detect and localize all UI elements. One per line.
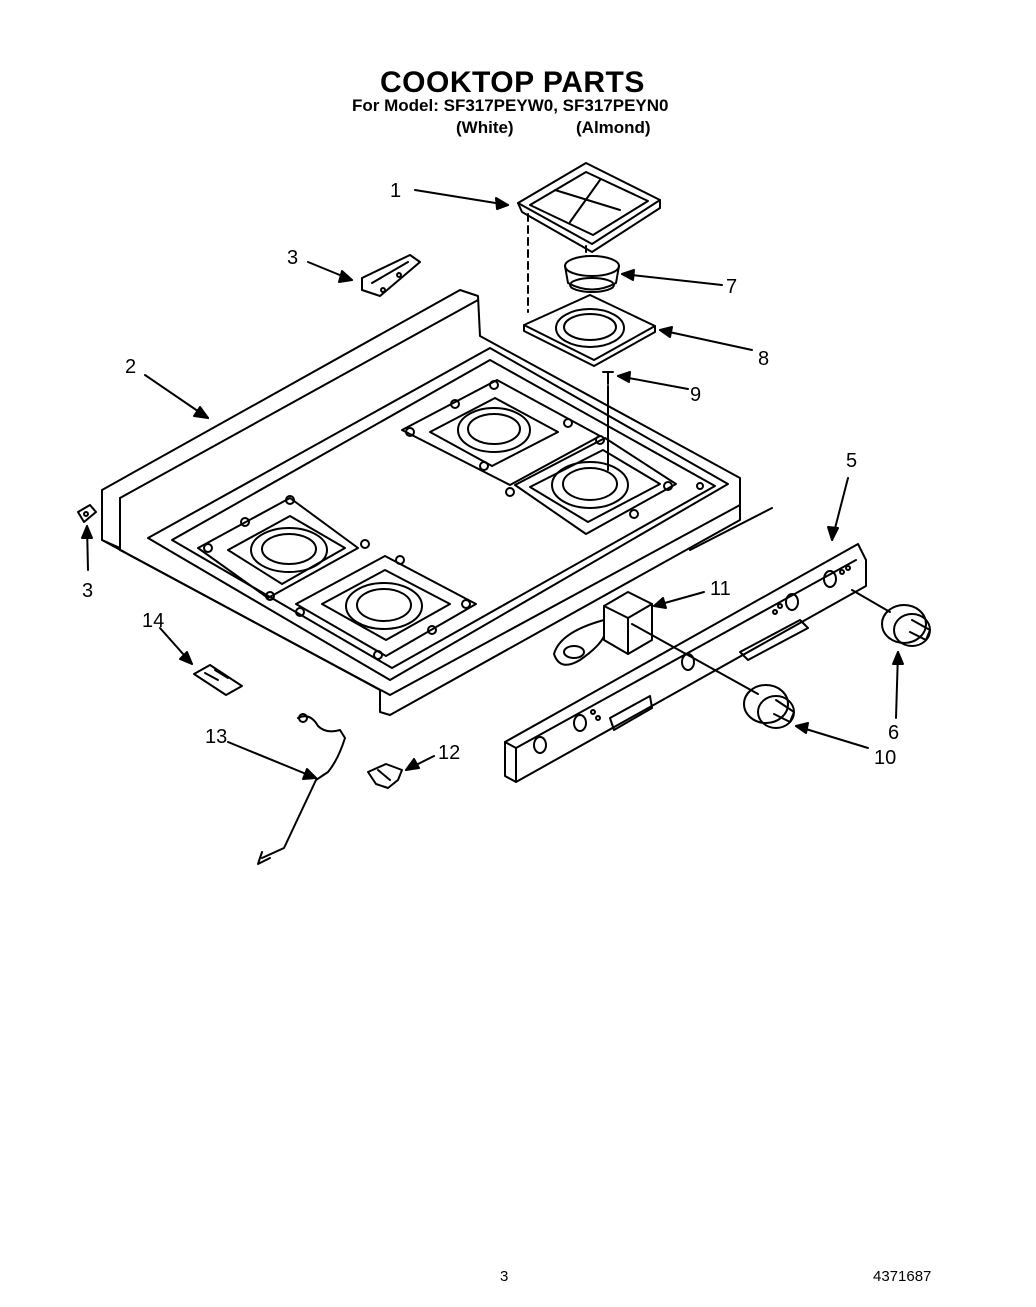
callout-7: 7: [726, 276, 738, 298]
burner-ring-part: [523, 294, 656, 367]
small-clip-part: [367, 763, 403, 789]
spark-module-part: [553, 591, 759, 695]
variant-almond: (Almond): [576, 118, 651, 137]
page-number: 3: [500, 1268, 509, 1285]
burner-cap-part: [564, 255, 620, 293]
clip-part: [193, 664, 243, 696]
callout-6: 6: [888, 722, 900, 744]
callout-5: 5: [846, 450, 858, 472]
document-number: 4371687: [873, 1268, 932, 1285]
callout-3-upper: 3: [287, 247, 299, 269]
burner-grate-part: [517, 162, 661, 313]
knob-lower-part: [743, 684, 795, 729]
bracket-upper-part: [361, 254, 421, 297]
callout-1: 1: [390, 180, 402, 202]
callout-14: 14: [142, 610, 165, 632]
callout-11: 11: [710, 578, 731, 600]
leader-lines: [81, 189, 904, 780]
bracket-lower-part: [77, 504, 97, 523]
callout-8: 8: [758, 348, 770, 370]
igniter-wire-part: [257, 713, 346, 865]
model-line: For Model: SF317PEYW0, SF317PEYN0: [352, 96, 669, 115]
callout-13: 13: [205, 726, 228, 748]
page-title: COOKTOP PARTS: [380, 66, 645, 99]
manifold-panel-part: [504, 543, 867, 783]
screw-part: [602, 371, 614, 471]
callout-2: 2: [125, 356, 137, 378]
knob-upper-part: [851, 589, 931, 647]
callout-12: 12: [438, 742, 461, 764]
callout-9: 9: [690, 384, 702, 406]
cooktop-body-part: [101, 289, 773, 716]
variant-white: (White): [456, 118, 514, 137]
callout-10: 10: [874, 747, 897, 769]
callout-3-lower: 3: [82, 580, 94, 602]
